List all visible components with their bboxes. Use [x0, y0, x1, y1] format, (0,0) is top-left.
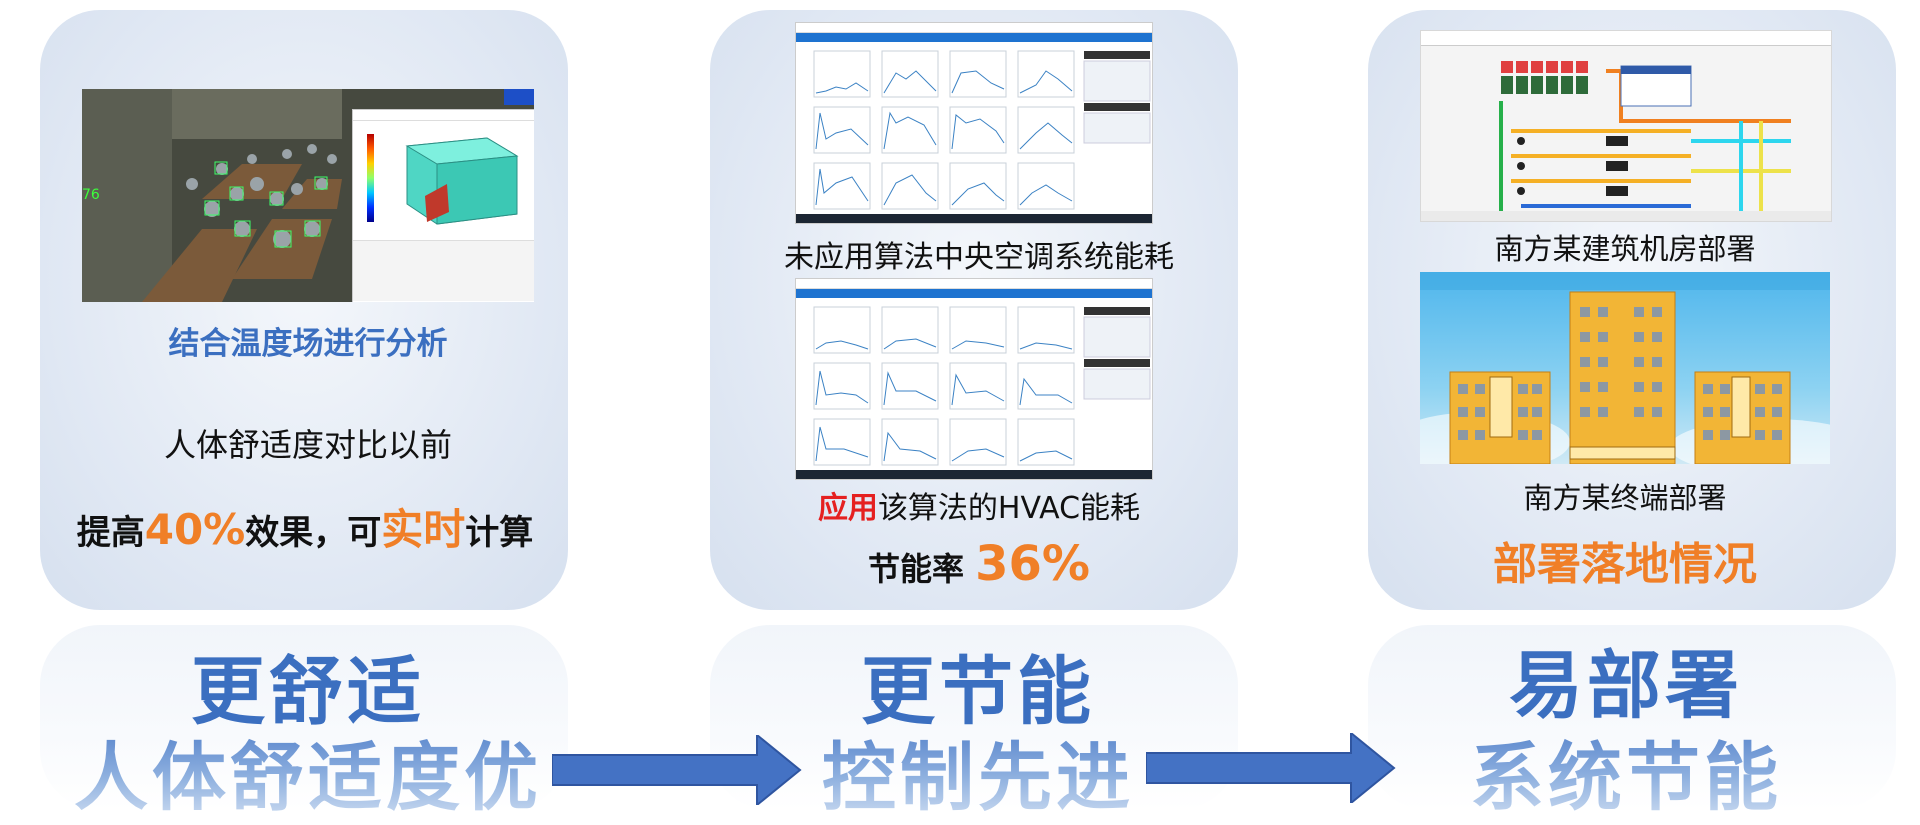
deploy-subtitle: 系统节能	[1400, 718, 1852, 825]
applied-highlight: 应用	[817, 491, 878, 526]
comfort-improve-line: 提高40%效果，可实时计算	[60, 496, 550, 557]
comfort-bottom-card	[40, 625, 568, 810]
arrow-right-icon	[552, 735, 802, 805]
saving-rate-value: 36%	[975, 536, 1091, 592]
terminal-deploy-caption: 南方某终端部署	[1523, 481, 1727, 515]
improve-prefix: 提高	[76, 513, 145, 553]
deploy-title: 易部署	[1509, 643, 1743, 729]
terminal-deploy-screenshot	[1420, 272, 1830, 464]
machine-room-caption: 南方某建筑机房部署	[1494, 232, 1756, 266]
buildings-illustration	[1420, 272, 1830, 464]
improve-mid: 效果，可	[245, 513, 382, 553]
temperature-field-window	[352, 109, 534, 302]
classroom-screenshot: 76	[82, 89, 534, 302]
comfort-subtitle: 人体舒适度优	[60, 718, 556, 825]
overlay-number: 76	[82, 187, 100, 203]
comfort-compare-line: 人体舒适度对比以前	[163, 426, 452, 464]
comfort-title: 更舒适	[191, 649, 425, 735]
machine-room-screenshot	[1420, 30, 1832, 222]
energy-subtitle: 控制先进	[752, 718, 1204, 825]
saving-rate-label: 节能率	[867, 550, 964, 588]
hvac-caption-text: 该算法的HVAC能耗	[877, 491, 1141, 526]
deployment-status-heading: 部署落地情况	[1493, 539, 1757, 590]
realtime-highlight: 实时	[381, 505, 466, 554]
comfort-caption: 结合温度场进行分析	[168, 326, 448, 362]
energy-after-screenshot	[795, 278, 1153, 480]
energy-before-screenshot	[795, 22, 1153, 224]
improve-suffix: 计算	[465, 513, 534, 553]
energy-title: 更节能	[861, 649, 1095, 735]
improve-percent: 40%	[144, 505, 246, 554]
machine-room-diagram	[1421, 31, 1831, 221]
after-chart-grid	[813, 306, 1151, 466]
deploy-bottom-card	[1368, 625, 1896, 810]
energy-before-caption: 未应用算法中央空调系统能耗	[784, 240, 1174, 275]
arrow-right-icon	[1146, 733, 1396, 803]
before-chart-grid	[813, 50, 1151, 210]
saving-rate: 节能率 36%	[740, 536, 1218, 592]
energy-after-caption: 应用该算法的HVAC能耗	[740, 483, 1218, 527]
